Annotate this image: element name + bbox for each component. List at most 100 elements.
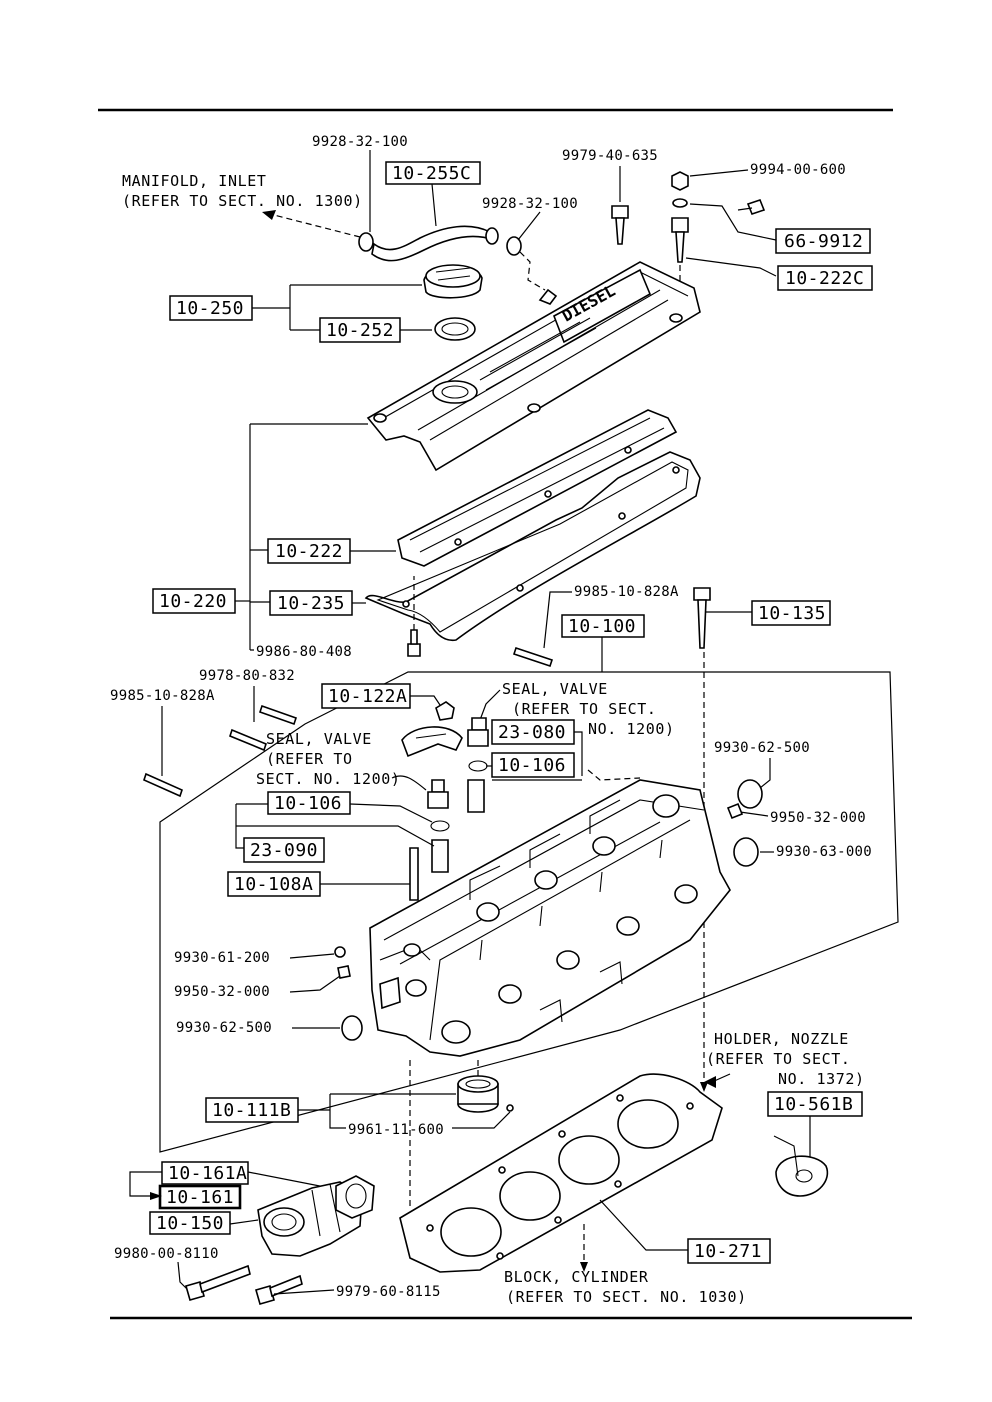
callout-66-9912-box — [775, 228, 871, 254]
plug-small-left-icon — [337, 965, 351, 979]
callout-10-106a: 10-106 — [498, 755, 566, 776]
part-9950-32-000-a: 9950-32-000 — [770, 810, 866, 826]
cylinder-head — [369, 779, 731, 1057]
snap-ring-left-icon — [430, 820, 450, 832]
part-9979-40-635: 9979-40-635 — [562, 148, 658, 164]
manifold-note-line2: (REFER TO SECT. NO. 1300) — [122, 192, 363, 210]
ventilation-hose — [358, 225, 546, 291]
callout-10-220: 10-220 — [159, 591, 227, 612]
callout-10-106a-box — [491, 752, 575, 778]
part-9978-80-832: 9978-80-832 — [199, 668, 295, 684]
callout-66-9912: 66-9912 — [784, 231, 863, 252]
plug-icon — [737, 779, 763, 809]
combustion-chamber-icon — [457, 1075, 499, 1113]
valve-seal-icon — [467, 717, 489, 747]
part-9994-00-600: 9994-00-600 — [750, 162, 846, 178]
ball-icon — [506, 1104, 514, 1112]
seal-valve-note-right: SEAL, VALVE (REFER TO SECT. NO. 1200) — [479, 680, 675, 738]
manifold-note: MANIFOLD, INLET (REFER TO SECT. NO. 1300… — [122, 172, 363, 238]
callout-10-150-box — [149, 1211, 231, 1235]
stud-bolt-icon — [611, 205, 629, 245]
svg-text:(REFER TO SECT.: (REFER TO SECT. — [512, 700, 656, 718]
callout-10-161A-box — [161, 1161, 249, 1185]
hose-clamp-right — [506, 236, 522, 256]
callout-23-080-box — [491, 719, 575, 745]
bolt-icon — [255, 1274, 303, 1305]
svg-text:NO. 1200): NO. 1200) — [588, 720, 675, 738]
manifold-note-line1: MANIFOLD, INLET — [122, 172, 266, 190]
callout-10-255C-box — [385, 161, 481, 185]
callout-10-100: 10-100 — [568, 616, 636, 637]
stud-left-icon — [143, 772, 183, 798]
cover-gasket-upper — [397, 409, 678, 567]
callout-10-106b: 10-106 — [274, 793, 342, 814]
svg-text:SEAL, VALVE: SEAL, VALVE — [266, 730, 372, 748]
svg-text:BLOCK, CYLINDER: BLOCK, CYLINDER — [504, 1268, 649, 1286]
callout-10-150: 10-150 — [156, 1213, 224, 1234]
svg-text:HOLDER, NOZZLE: HOLDER, NOZZLE — [714, 1030, 849, 1048]
heat-shield-icon — [773, 1135, 829, 1197]
washer-icon — [672, 198, 688, 208]
callout-10-252-box — [319, 317, 401, 343]
svg-text:(REFER TO SECT.: (REFER TO SECT. — [706, 1050, 850, 1068]
svg-text:(REFER TO: (REFER TO — [266, 750, 353, 768]
part-9985-10-828A-a: 9985-10-828A — [574, 584, 679, 600]
svg-text:(REFER TO SECT. NO. 1030): (REFER TO SECT. NO. 1030) — [506, 1288, 747, 1306]
manifold-stud-icon — [409, 847, 419, 901]
callout-10-108A: 10-108A — [234, 874, 313, 895]
part-9930-62-500-b: 9930-62-500 — [176, 1020, 272, 1036]
callout-10-135: 10-135 — [758, 603, 826, 624]
callout-10-161: 10-161 — [166, 1187, 234, 1208]
svg-text:NO. 1372): NO. 1372) — [778, 1070, 865, 1088]
cylinder-head-gasket — [399, 1073, 723, 1273]
bolt-flange-icon — [185, 1264, 251, 1301]
svg-text:SEAL, VALVE: SEAL, VALVE — [502, 680, 608, 698]
block-cylinder-note: BLOCK, CYLINDER (REFER TO SECT. NO. 1030… — [504, 1224, 747, 1306]
callout-10-220-box — [152, 588, 236, 614]
holder-nozzle-note: HOLDER, NOZZLE (REFER TO SECT. NO. 1372) — [704, 1030, 865, 1088]
filler-neck — [432, 380, 478, 404]
callout-10-161A: 10-161A — [168, 1163, 247, 1184]
filler-cap-gasket — [434, 317, 476, 341]
svg-text:SECT. NO. 1200): SECT. NO. 1200) — [256, 770, 400, 788]
small-bolt-icon — [407, 629, 421, 657]
callout-23-090-box — [243, 837, 325, 863]
plug-large-icon — [733, 837, 759, 867]
nut-icon — [671, 171, 689, 208]
callout-10-252: 10-252 — [326, 320, 394, 341]
cylinder-head-cover: DIESEL — [366, 261, 701, 472]
callout-10-122A: 10-122A — [328, 686, 407, 707]
callout-10-161-box — [158, 1184, 242, 1210]
snap-ring-icon — [468, 760, 488, 772]
head-bolt-icon — [693, 587, 711, 649]
plug-cup-icon — [341, 1015, 363, 1041]
part-9979-60-8115: 9979-60-8115 — [336, 1284, 441, 1300]
callout-10-271-box — [687, 1238, 771, 1264]
part-9961-11-600: 9961-11-600 — [348, 1122, 444, 1138]
part-9930-63-000: 9930-63-000 — [776, 844, 872, 860]
callout-10-111B-box — [205, 1097, 299, 1123]
plug-tiny-icon — [334, 946, 346, 958]
part-9980-00-8110: 9980-00-8110 — [114, 1246, 219, 1262]
callout-10-222: 10-222 — [275, 541, 343, 562]
callout-10-135-box — [751, 600, 831, 626]
callout-23-090: 23-090 — [250, 840, 318, 861]
oil-filler-cap — [423, 264, 483, 299]
part-9985-10-828A-b: 9985-10-828A — [110, 688, 215, 704]
valve-guide-icon — [467, 779, 485, 813]
callout-10-561B: 10-561B — [774, 1094, 853, 1115]
part-9950-32-000-b: 9950-32-000 — [174, 984, 270, 1000]
valve-guide-left-icon — [431, 839, 449, 873]
seal-valve-note-left: SEAL, VALVE (REFER TO SECT. NO. 1200) — [256, 730, 427, 791]
stud-pair-icon — [229, 704, 298, 752]
callout-10-122A-box — [321, 683, 411, 709]
rocker-bracket-icon — [401, 726, 463, 758]
callout-10-106b-box — [267, 791, 351, 815]
part-9930-61-200: 9930-61-200 — [174, 950, 270, 966]
part-9928-32-100-a: 9928-32-100 — [312, 134, 408, 150]
part-9986-80-408: 9986-80-408 — [256, 644, 352, 660]
callout-10-235: 10-235 — [277, 593, 345, 614]
assembly-frame — [159, 671, 899, 1153]
callout-23-080: 23-080 — [498, 722, 566, 743]
